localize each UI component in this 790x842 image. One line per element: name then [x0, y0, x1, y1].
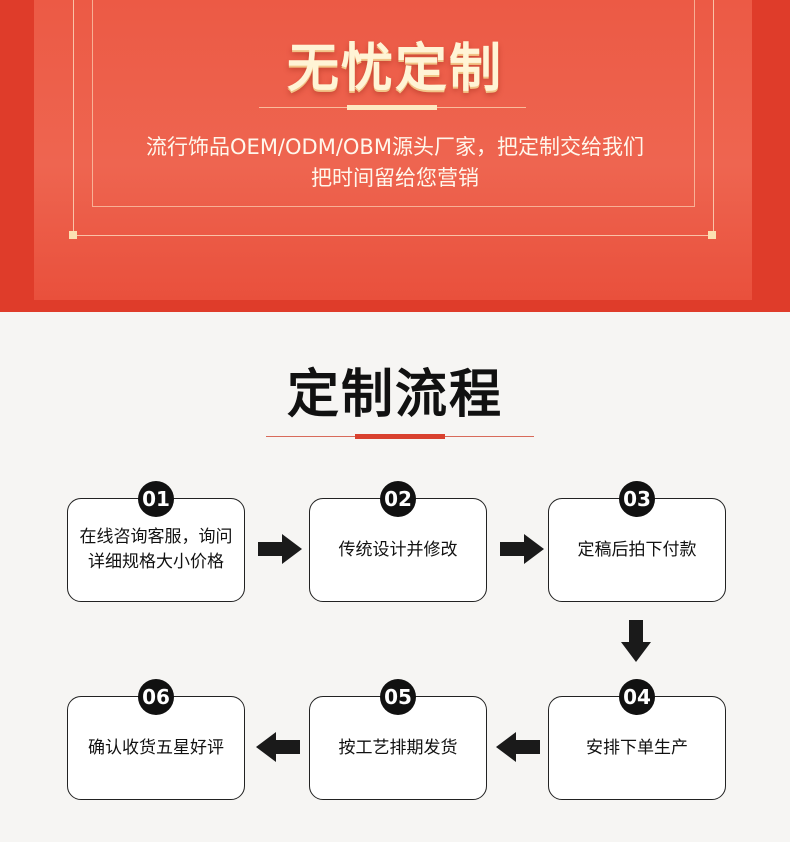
step-number-badge: 06 — [138, 679, 174, 715]
step-number-badge: 03 — [619, 481, 655, 517]
step-text: 定稿后拍下付款 — [577, 539, 697, 560]
banner-panel — [34, 0, 752, 300]
banner-frame-inner — [92, 0, 695, 207]
section-title-rule-accent — [355, 434, 445, 439]
banner-title: 无忧定制 — [286, 39, 503, 99]
step-text: 安排下单生产 — [586, 737, 688, 758]
step-number-badge: 04 — [619, 679, 655, 715]
arrow-right-icon — [500, 534, 544, 564]
arrow-left-icon — [496, 732, 540, 762]
section-title: 定制流程 — [286, 365, 503, 425]
arrow-left-icon — [256, 732, 300, 762]
banner-subtitle-line1: 流行饰品OEM/ODM/OBM源头厂家，把定制交给我们 — [146, 135, 644, 159]
step-card-01: 在线咨询客服，询问详细规格大小价格 — [67, 498, 245, 602]
step-text: 确认收货五星好评 — [88, 737, 224, 758]
step-text: 按工艺排期发货 — [338, 737, 458, 758]
banner-title-rule-accent — [347, 105, 437, 110]
step-text: 在线咨询客服，询问详细规格大小价格 — [79, 527, 233, 572]
frame-corner-dot-left — [69, 231, 77, 239]
frame-corner-dot-right — [708, 231, 716, 239]
step-number-badge: 01 — [138, 481, 174, 517]
step-number-badge: 05 — [380, 679, 416, 715]
step-text: 传统设计并修改 — [338, 539, 458, 560]
step-number-badge: 02 — [380, 481, 416, 517]
top-banner: 无忧定制 流行饰品OEM/ODM/OBM源头厂家，把定制交给我们 把时间留给您营… — [0, 0, 790, 312]
arrow-down-icon — [621, 620, 651, 662]
arrow-right-icon — [258, 534, 302, 564]
banner-frame-outer — [73, 0, 714, 236]
banner-subtitle-line2: 把时间留给您营销 — [311, 166, 479, 190]
